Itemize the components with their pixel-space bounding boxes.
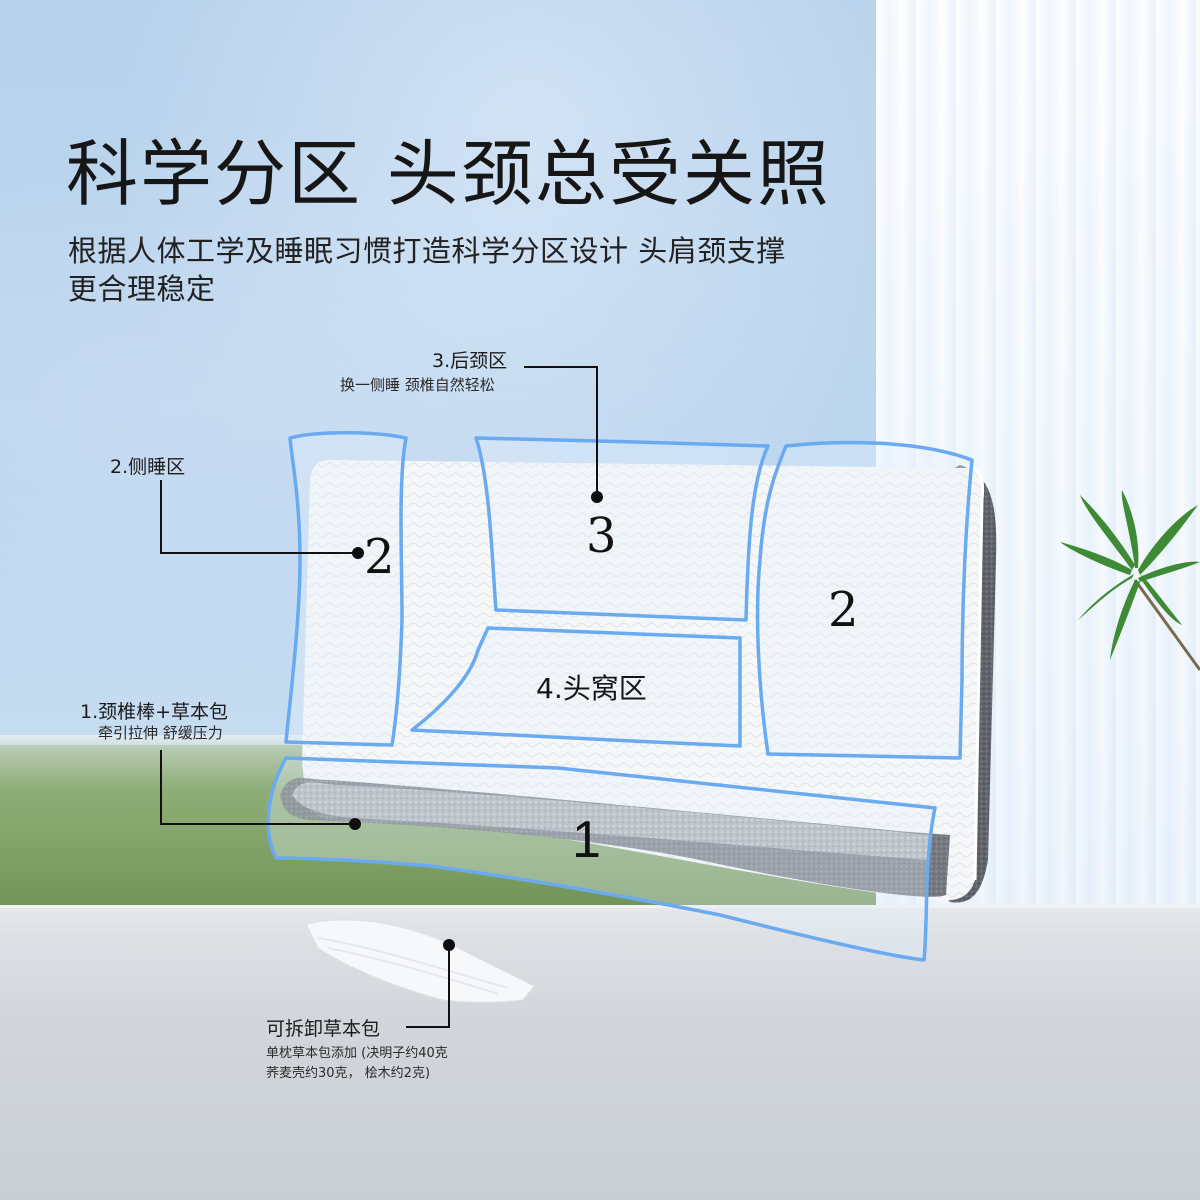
zone-3-outline xyxy=(474,436,770,622)
zone-1-outline xyxy=(266,756,937,962)
leader-line-zone-1 xyxy=(160,823,354,825)
leader-line-zone-3 xyxy=(524,366,598,368)
callout-zone-1-desc: 牵引拉伸 舒缓压力 xyxy=(98,722,223,743)
zone-number-1: 1 xyxy=(572,811,601,869)
page-subtitle: 根据人体工学及睡眠习惯打造科学分区设计 头肩颈支撑更合理稳定 xyxy=(68,234,786,306)
callout-herbal-detail-2: 荞麦壳约30克， 桧木约2克) xyxy=(266,1066,431,1081)
leader-line-herbal-vertical xyxy=(448,944,450,1028)
zone-number-2-right: 2 xyxy=(828,582,859,638)
zone-4-outline xyxy=(410,626,742,748)
marker-dot-zone-2 xyxy=(352,547,364,559)
callout-zone-3-title: 3.后颈区 xyxy=(432,350,508,372)
callout-zone-3-desc: 换一侧睡 颈椎自然轻松 xyxy=(340,374,495,395)
callout-zone-3-subtitle: 换一侧睡 颈椎自然轻松 xyxy=(340,376,495,394)
herbal-pack-illustration xyxy=(305,919,535,1003)
leader-line-herbal xyxy=(406,1026,450,1028)
leader-line-zone-3-vertical xyxy=(596,366,598,496)
marker-dot-zone-1 xyxy=(349,818,361,830)
callout-zone-2: 2.侧睡区 xyxy=(110,452,185,479)
callout-herbal-pack: 可拆卸草本包 xyxy=(266,1014,380,1041)
page-title: 科学分区 头颈总受关照 xyxy=(66,132,831,216)
marker-dot-zone-3 xyxy=(591,491,603,503)
callout-zone-1: 1.颈椎棒+草本包 xyxy=(80,697,228,724)
pillow-illustration xyxy=(280,460,997,903)
callout-herbal-title: 可拆卸草本包 xyxy=(266,1018,381,1040)
callout-herbal-detail-1: 单枕草本包添加 (决明子约40克 xyxy=(266,1046,448,1061)
zone-4-label: 4.头窝区 xyxy=(536,672,647,705)
leader-line-zone-2-vertical xyxy=(160,480,162,554)
zone-number-2-left: 2 xyxy=(364,529,395,585)
callout-zone-1-title: 1.颈椎棒+草本包 xyxy=(80,701,229,723)
plant-icon xyxy=(1060,490,1200,671)
zone-number-3: 3 xyxy=(586,508,617,564)
callout-zone-1-subtitle: 牵引拉伸 舒缓压力 xyxy=(98,724,223,742)
zone-2-left-outline xyxy=(284,430,408,747)
zone-2-right-outline xyxy=(755,440,974,760)
callout-zone-2-title: 2.侧睡区 xyxy=(110,456,186,478)
callout-zone-3: 3.后颈区 xyxy=(432,346,507,373)
callout-herbal-detail: 单枕草本包添加 (决明子约40克 荞麦壳约30克， 桧木约2克) xyxy=(266,1044,448,1084)
floor-surface xyxy=(0,905,1200,1200)
leader-line-zone-1-vertical xyxy=(160,750,162,824)
leader-line-zone-2 xyxy=(160,552,356,554)
